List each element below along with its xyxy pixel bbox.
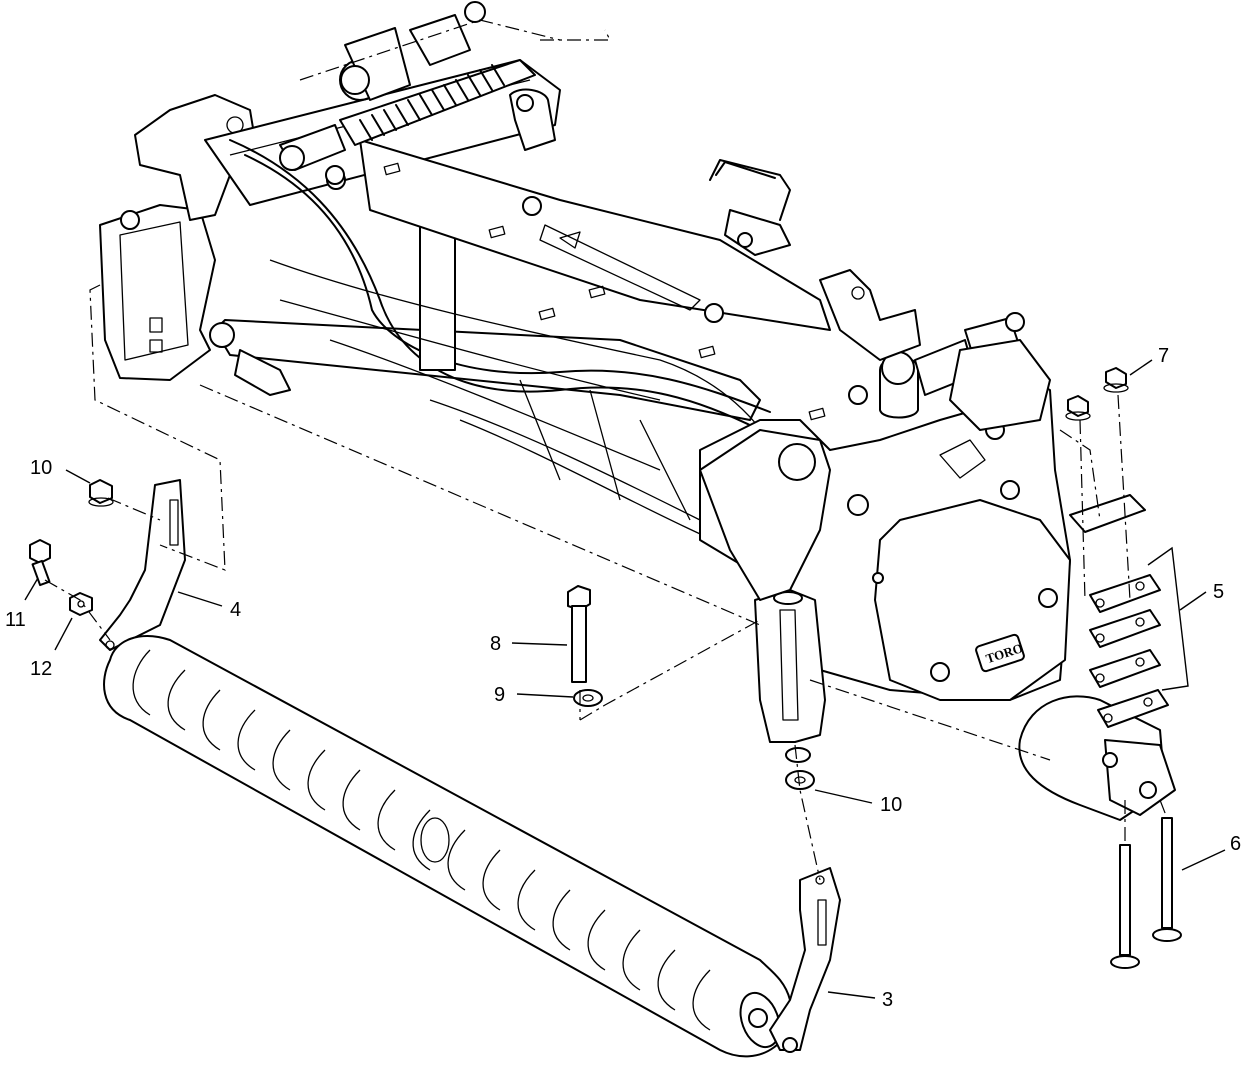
callout-label: 6 <box>1230 833 1241 855</box>
side-adjust-plate <box>699 429 831 743</box>
callout-label: 3 <box>882 989 893 1011</box>
callout-8: 8 <box>490 633 568 655</box>
callout-label: 9 <box>494 684 505 706</box>
callout-label: 12 <box>30 658 52 680</box>
flange-nut-12 <box>69 592 93 616</box>
callout-7: 7 <box>1129 345 1169 376</box>
hex-bolt-11 <box>29 539 51 587</box>
rear-roller-end <box>1018 695 1176 821</box>
callout-10-left: 10 <box>30 457 91 484</box>
callout-label: 10 <box>30 457 52 479</box>
callout-label: 5 <box>1213 581 1224 603</box>
callout-label: 7 <box>1158 345 1169 367</box>
hex-bolt-8 <box>567 585 591 683</box>
callout-5: 5 <box>1147 546 1224 691</box>
callout-6: 6 <box>1181 833 1241 871</box>
callout-label: 8 <box>490 633 501 655</box>
left-roller-bracket <box>99 479 186 651</box>
flange-nut-7 <box>1065 367 1129 421</box>
callout-3: 3 <box>827 989 893 1011</box>
front-roller <box>103 635 793 1058</box>
callout-label: 10 <box>880 794 902 816</box>
callout-label: 4 <box>230 599 241 621</box>
flange-nut-10-left <box>88 479 114 507</box>
callout-4: 4 <box>177 591 241 621</box>
callout-9: 9 <box>494 684 574 706</box>
callout-11: 11 <box>5 577 39 631</box>
callout-12: 12 <box>30 617 73 680</box>
washer-10-right <box>785 747 815 790</box>
assembly-lines <box>44 19 1168 881</box>
shim-stack <box>1069 494 1169 728</box>
right-roller-bracket <box>769 867 841 1053</box>
carriage-bolt-6 <box>1110 817 1182 969</box>
washer-9 <box>573 689 603 707</box>
callout-label: 11 <box>5 609 26 631</box>
callout-10-right: 10 <box>814 789 902 816</box>
